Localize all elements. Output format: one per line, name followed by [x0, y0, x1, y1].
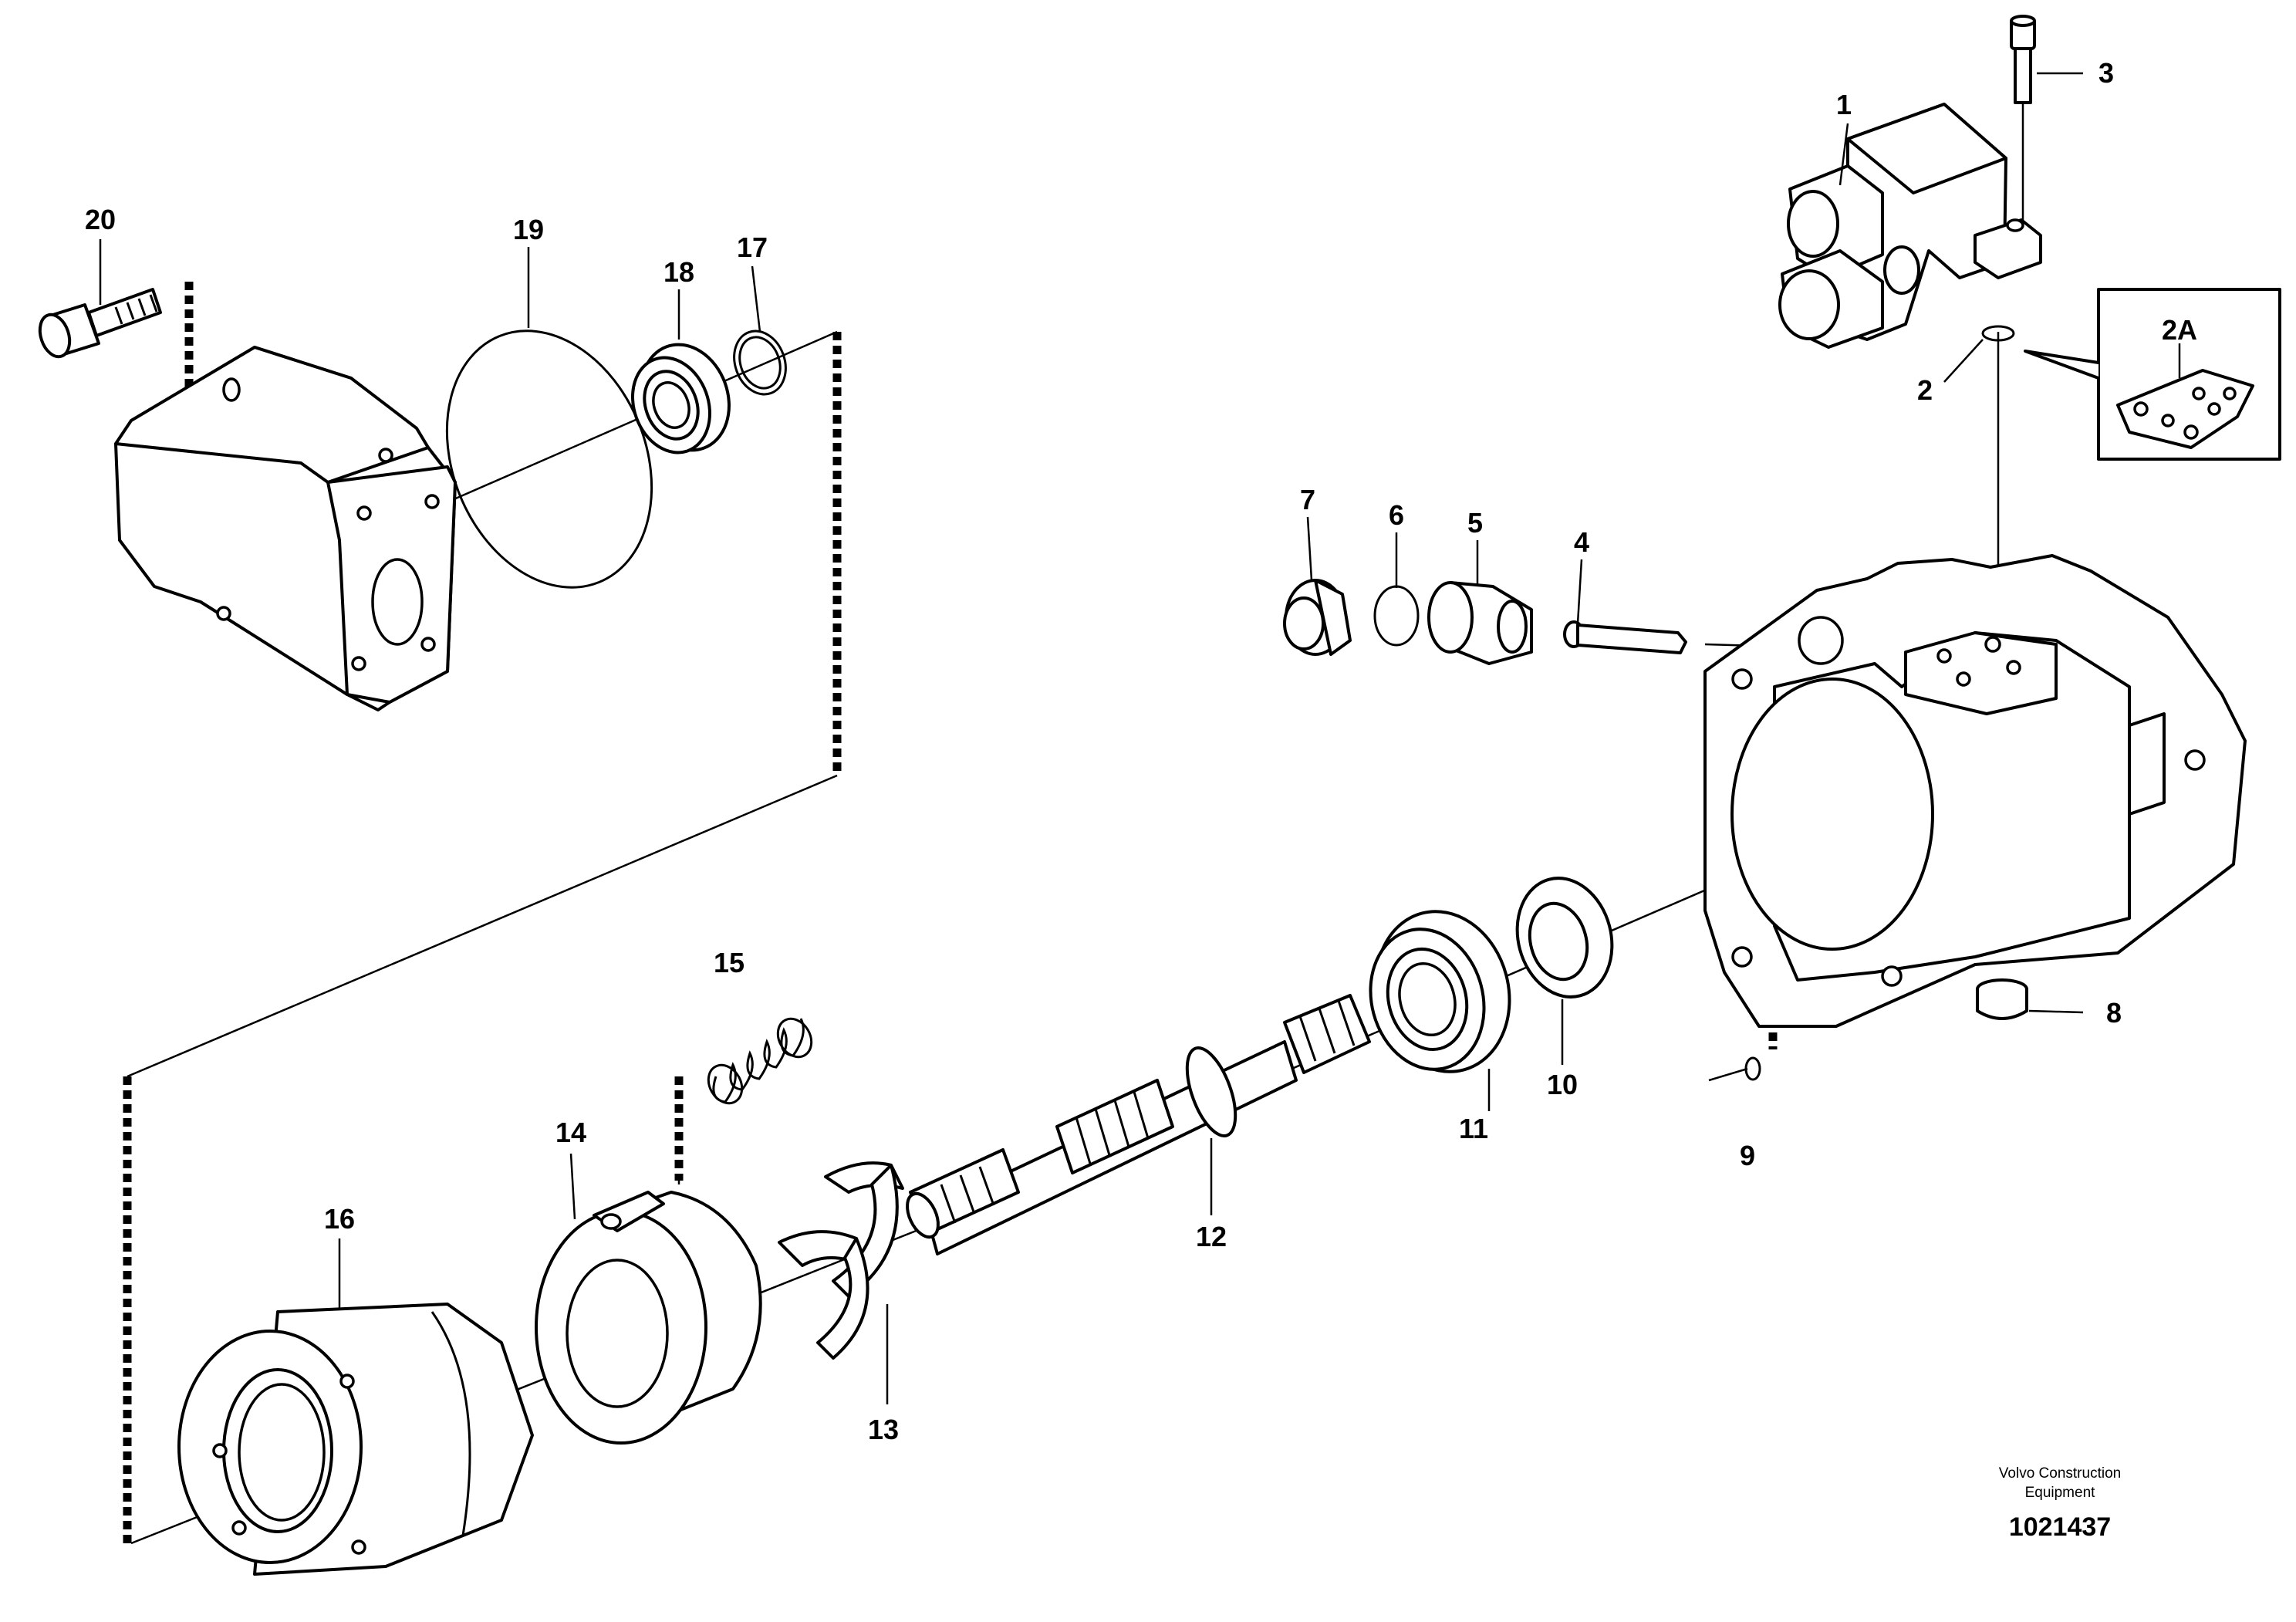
part-10-shaft-seal	[1515, 877, 1614, 999]
callout-3: 3	[2098, 57, 2114, 89]
company-name-line1: Volvo Construction	[1999, 1465, 2121, 1482]
part-cover-housing	[114, 346, 457, 711]
part-1-valve-block	[1778, 103, 2042, 349]
company-name-line2: Equipment	[2025, 1485, 2096, 1501]
callout-7: 7	[1300, 484, 1315, 515]
part-16-cylinder-block	[177, 1303, 534, 1576]
leader-lines	[99, 72, 2181, 1404]
part-7-plug	[1283, 579, 1352, 656]
callout-2a: 2A	[2162, 314, 2197, 346]
drawing-number: 1021437	[2009, 1512, 2111, 1542]
part-15-spring	[707, 1017, 813, 1105]
part-12-splined-shaft	[906, 994, 1371, 1255]
callout-18: 18	[663, 256, 694, 288]
callout-labels: 20 19 18 17 1 3 2 2A 7 6 5 4 8 9 10 11 1…	[85, 57, 2197, 1445]
part-6-o-ring	[1373, 585, 1420, 647]
callout-5: 5	[1467, 507, 1483, 539]
callout-1: 1	[1836, 89, 1852, 120]
callout-12: 12	[1196, 1221, 1227, 1252]
callout-4: 4	[1574, 526, 1589, 558]
callout-8: 8	[2106, 997, 2122, 1029]
detail-2a-gasket-inset	[2024, 288, 2281, 461]
callout-19: 19	[513, 214, 544, 245]
callout-11: 11	[1459, 1113, 1488, 1144]
part-pump-housing	[1703, 554, 2247, 1028]
part-5-spool	[1427, 581, 1533, 665]
part-4-pin	[1563, 620, 1687, 654]
part-20-cap-screw	[38, 288, 162, 359]
callout-10: 10	[1547, 1069, 1578, 1100]
part-13-segment-halves	[778, 1161, 904, 1360]
callout-9: 9	[1740, 1140, 1755, 1171]
part-18-ball-bearing	[631, 343, 731, 454]
part-2-seal	[1981, 325, 2015, 342]
callout-13: 13	[868, 1414, 899, 1445]
part-14-swash-plate	[535, 1191, 762, 1445]
callout-14: 14	[555, 1117, 586, 1148]
callout-2: 2	[1917, 374, 1933, 406]
part-9-o-ring	[1744, 1056, 1761, 1081]
callout-17: 17	[737, 231, 768, 263]
callout-15: 15	[714, 947, 745, 978]
part-8-plug	[1976, 978, 2084, 1020]
part-17-snap-ring	[733, 329, 787, 396]
callout-16: 16	[324, 1203, 355, 1235]
part-3-bolt	[2010, 15, 2036, 224]
part-11-ball-bearing	[1369, 910, 1511, 1073]
drawing-credit: Volvo Construction Equipment 1021437	[1999, 1465, 2121, 1542]
callout-20: 20	[85, 204, 116, 235]
callout-6: 6	[1389, 499, 1404, 531]
